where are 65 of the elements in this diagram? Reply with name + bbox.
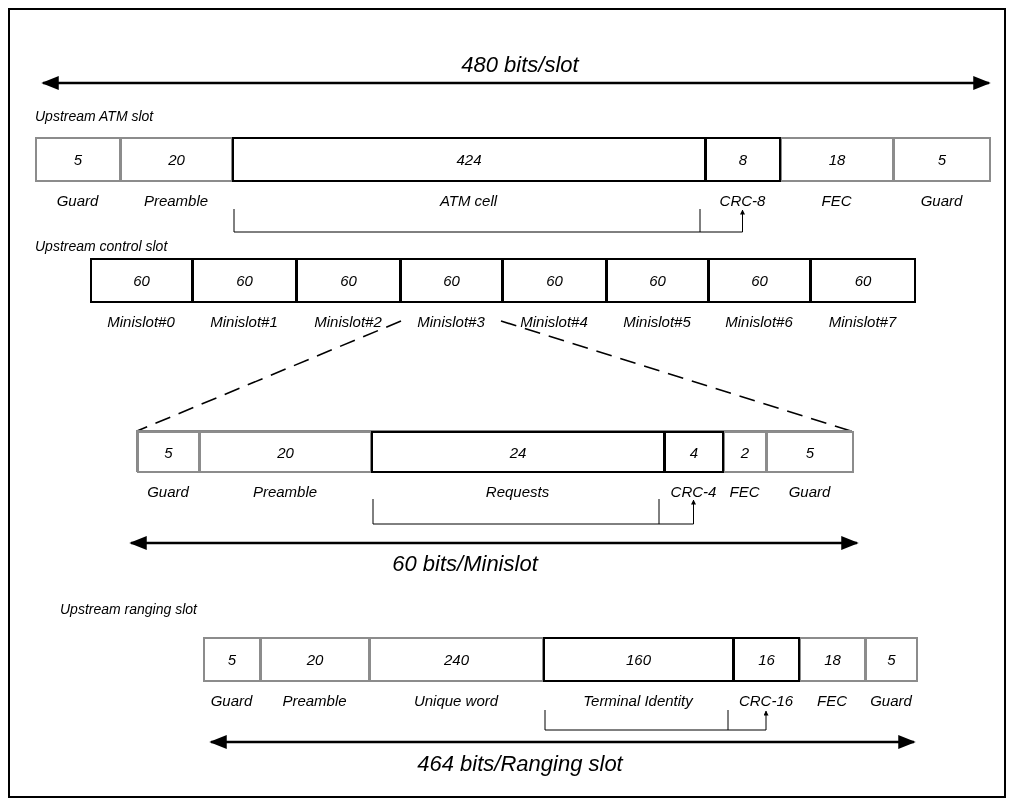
bit-field: 5 — [766, 431, 854, 473]
field-name: Guard — [209, 692, 254, 709]
field-name: Minislot#6 — [724, 313, 794, 330]
coverage-arrow — [372, 498, 696, 525]
field-name: FEC — [728, 483, 761, 500]
field-name: Minislot#1 — [209, 313, 279, 330]
field-name: ATM cell — [438, 192, 499, 209]
bit-field: 60 — [90, 258, 193, 303]
field-name: CRC-4 — [669, 483, 718, 500]
dimension-label: 60 bits/Minislot — [392, 551, 538, 577]
bit-field: 160 — [543, 637, 734, 682]
field-name: Guard — [869, 692, 913, 709]
field-name: CRC-16 — [737, 692, 795, 709]
bit-field: 424 — [232, 137, 706, 182]
field-name: Guard — [787, 483, 832, 500]
slot-title: Upstream ranging slot — [60, 601, 197, 617]
expansion-line — [136, 320, 402, 432]
bit-field: 240 — [369, 637, 544, 682]
bit-field: 60 — [400, 258, 503, 303]
bit-field: 60 — [192, 258, 297, 303]
field-name: Minislot#3 — [416, 313, 486, 330]
field-name: Minislot#7 — [827, 313, 898, 330]
field-name: Minislot#4 — [519, 313, 589, 330]
coverage-arrow — [544, 709, 769, 731]
field-name: Minislot#5 — [622, 313, 692, 330]
field-name: Terminal Identity — [582, 692, 695, 709]
field-name: Minislot#2 — [313, 313, 383, 330]
bit-field: 5 — [865, 637, 918, 682]
field-name: Unique word — [412, 692, 500, 709]
dimension-label: 464 bits/Ranging slot — [417, 751, 623, 777]
bit-field: 5 — [35, 137, 121, 182]
field-name: Requests — [484, 483, 551, 500]
slot-title: Upstream control slot — [35, 238, 168, 254]
field-name: Guard — [146, 483, 190, 500]
bit-field: 2 — [723, 431, 767, 473]
slot-title: Upstream ATM slot — [35, 108, 154, 124]
field-name: Preamble — [142, 192, 210, 209]
bit-field: 60 — [296, 258, 401, 303]
dimension-label: 480 bits/slot — [461, 52, 579, 78]
bit-field: 18 — [780, 137, 894, 182]
bit-field: 8 — [705, 137, 781, 182]
bit-field: 16 — [733, 637, 800, 682]
bit-field: 5 — [203, 637, 261, 682]
bit-field: 5 — [137, 431, 200, 473]
bit-field: 20 — [199, 431, 372, 473]
bit-field: 4 — [664, 431, 724, 473]
field-name: Preamble — [281, 692, 348, 709]
bit-field: 60 — [810, 258, 916, 303]
field-name: FEC — [816, 692, 848, 709]
bit-field: 20 — [120, 137, 233, 182]
field-name: Preamble — [251, 483, 319, 500]
coverage-arrow — [233, 208, 745, 233]
field-name: Minislot#0 — [106, 313, 176, 330]
field-name: FEC — [820, 192, 853, 209]
bit-field: 20 — [260, 637, 370, 682]
field-name: Guard — [55, 192, 100, 209]
bit-field: 60 — [502, 258, 607, 303]
bit-field: 18 — [799, 637, 866, 682]
bit-field: 24 — [371, 431, 665, 473]
expansion-line — [500, 320, 852, 432]
bit-field: 5 — [893, 137, 991, 182]
field-name: Guard — [919, 192, 964, 209]
bit-field: 60 — [708, 258, 811, 303]
bit-field: 60 — [606, 258, 709, 303]
field-name: CRC-8 — [718, 192, 767, 209]
